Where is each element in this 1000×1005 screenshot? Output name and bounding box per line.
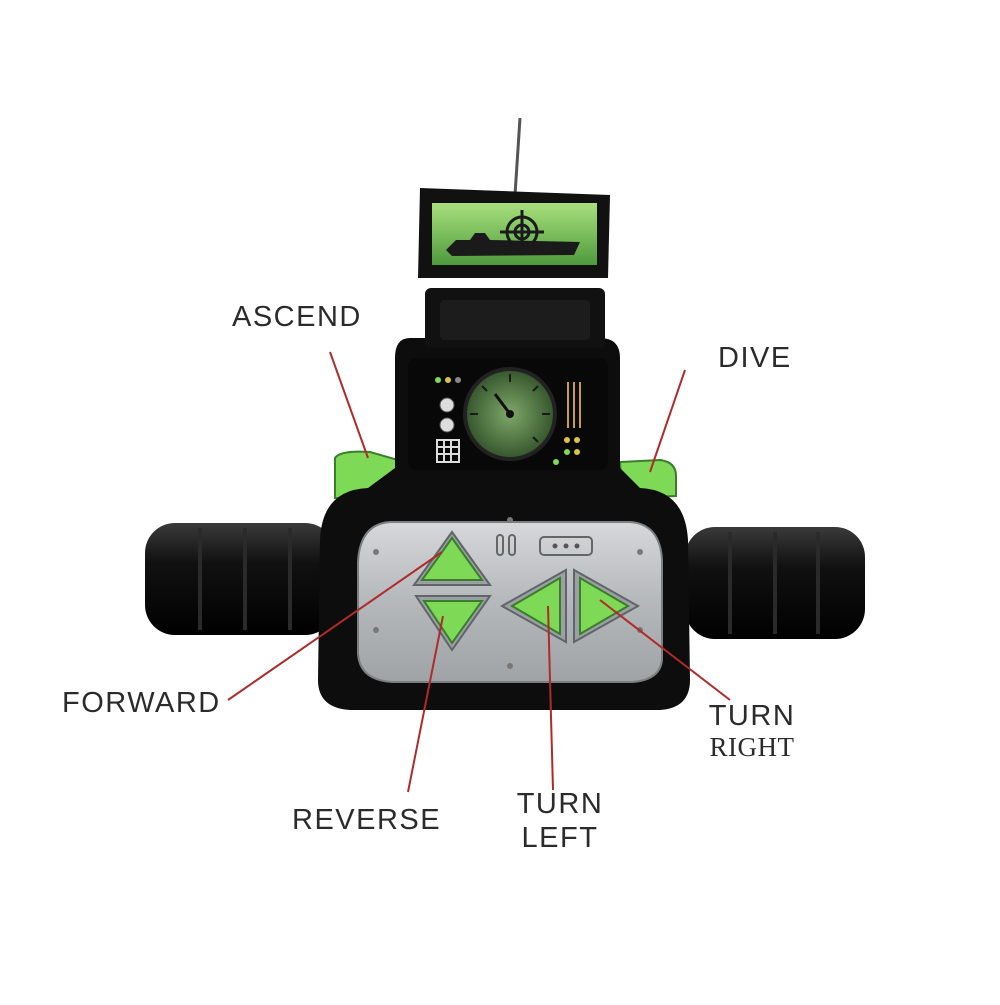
grid-icon [436, 439, 460, 463]
left-cylinder [145, 523, 335, 635]
label-dive: DIVE [718, 342, 792, 374]
callout-dive [649, 369, 686, 473]
ship-silhouette-icon [446, 233, 580, 256]
right-cylinder [685, 527, 865, 639]
callout-ascend [329, 351, 369, 459]
label-turn-left-line1: TURN [516, 788, 604, 820]
callout-turn-left [547, 605, 554, 791]
label-reverse: REVERSE [292, 804, 442, 836]
label-forward: FORWARD [62, 687, 221, 719]
turn-right-button[interactable] [573, 568, 641, 644]
callout-reverse [407, 615, 444, 793]
antenna-icon [513, 117, 522, 196]
label-turn-left-line2: LEFT [521, 822, 599, 854]
forward-button[interactable] [412, 530, 492, 586]
callout-forward [227, 551, 443, 701]
label-turn-right-line1: TURN [708, 700, 796, 732]
label-ascend: ASCEND [232, 301, 362, 333]
callout-turn-right [599, 599, 731, 701]
reverse-button[interactable] [414, 595, 492, 652]
label-turn-right-line2: RIGHT [709, 732, 795, 762]
